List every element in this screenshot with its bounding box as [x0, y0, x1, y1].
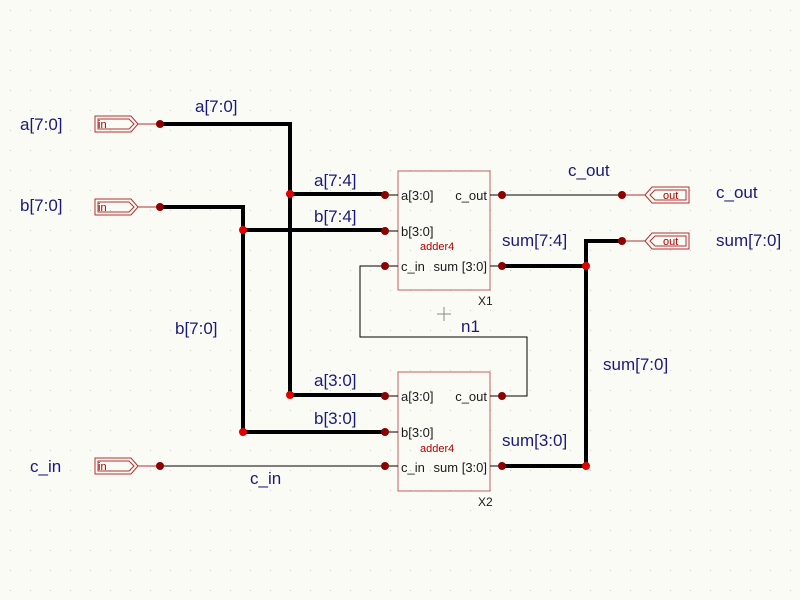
- junctions: [239, 190, 590, 470]
- junction: [582, 462, 590, 470]
- block-type-label: adder4: [420, 241, 454, 253]
- cursor-crosshair-icon: [437, 307, 451, 321]
- instance-label-x1: X1: [478, 294, 493, 308]
- pin-dots: [156, 120, 626, 470]
- connector-text: in: [98, 119, 107, 131]
- junction: [239, 226, 247, 234]
- wires: [160, 122, 622, 468]
- net-label-c-in: c_in: [250, 469, 281, 488]
- net-label-sum-lo: sum[3:0]: [502, 431, 567, 450]
- port-label-c-in: c_in: [30, 457, 61, 476]
- pin-label-sum: sum [3:0]: [434, 460, 487, 475]
- junction: [239, 428, 247, 436]
- grid-dots: [10, 10, 791, 591]
- pin-label-sum: sum [3:0]: [434, 259, 487, 274]
- port-label-b: b[7:0]: [20, 196, 63, 215]
- net-label-b-hi: b[7:4]: [314, 207, 357, 226]
- pin-label-cin: c_in: [401, 460, 425, 475]
- pin-label-b: b[3:0]: [401, 224, 434, 239]
- net-label-b-bus: b[7:0]: [175, 319, 218, 338]
- wire-b-bus[interactable]: [160, 205, 385, 434]
- port-label-c-out: c_out: [716, 183, 758, 202]
- connector-text: out: [663, 236, 678, 248]
- net-label-n1: n1: [461, 317, 480, 336]
- connector-c-in[interactable]: in: [94, 457, 160, 475]
- net-label-sum-hi: sum[7:4]: [502, 231, 567, 250]
- net-label-sum-bus: sum[7:0]: [603, 355, 668, 374]
- net-label-a-bus: a[7:0]: [195, 97, 238, 116]
- connector-text: in: [98, 202, 107, 214]
- pin-label-cin: c_in: [401, 259, 425, 274]
- connector-b-in[interactable]: in: [94, 198, 160, 216]
- pin-label-b: b[3:0]: [401, 425, 434, 440]
- connector-sum-out[interactable]: out: [622, 232, 690, 250]
- wire-n1[interactable]: [359, 265, 528, 397]
- port-label-a: a[7:0]: [20, 115, 63, 134]
- pin-label-a: a[3:0]: [401, 389, 434, 404]
- pin-label-cout: c_out: [455, 188, 487, 203]
- connector-a-in[interactable]: in: [94, 115, 160, 133]
- connector-c-out[interactable]: out: [622, 186, 690, 204]
- pin-label-cout: c_out: [455, 389, 487, 404]
- net-label-a-lo: a[3:0]: [314, 371, 357, 390]
- junction: [582, 262, 590, 270]
- junction: [286, 391, 294, 399]
- port-label-sum: sum[7:0]: [716, 231, 781, 250]
- wire-sum-bus[interactable]: [584, 239, 622, 466]
- pin-label-a: a[3:0]: [401, 188, 434, 203]
- connector-text: in: [98, 461, 107, 473]
- block-type-label: adder4: [420, 443, 454, 455]
- wire-a-bus[interactable]: [160, 122, 385, 397]
- net-label-c-out: c_out: [568, 161, 610, 180]
- connector-text: out: [663, 190, 678, 202]
- junction: [286, 190, 294, 198]
- net-label-b-lo: b[3:0]: [314, 409, 357, 428]
- net-label-a-hi: a[7:4]: [314, 171, 357, 190]
- instance-label-x2: X2: [478, 495, 493, 509]
